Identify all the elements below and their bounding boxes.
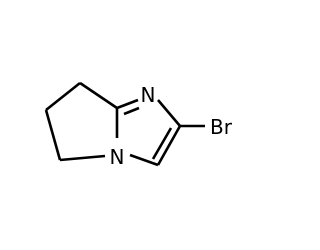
bond-c2-c3 [156, 125, 182, 166]
molecule-structure-diagram: N N Br [44, 81, 233, 169]
atom-labels: N N Br [110, 83, 233, 169]
bond-c8a-n1-double [123, 106, 140, 116]
bond-c5-n4 [59, 154, 106, 162]
bond-c3-n4 [129, 153, 159, 167]
bond-c6-c7 [45, 81, 81, 112]
bond-c2-c3-double [151, 127, 173, 160]
bond-c7-c8a [79, 81, 118, 110]
bond-lines [44, 81, 205, 167]
bond-c8a-n1 [116, 98, 139, 110]
bond-c5-c6 [44, 109, 62, 161]
bond-n1-c2 [157, 99, 181, 127]
atom-label-n-imine: N [141, 83, 156, 107]
atom-label-bromine: Br [210, 115, 233, 139]
atom-label-n-bridge: N [110, 145, 125, 169]
